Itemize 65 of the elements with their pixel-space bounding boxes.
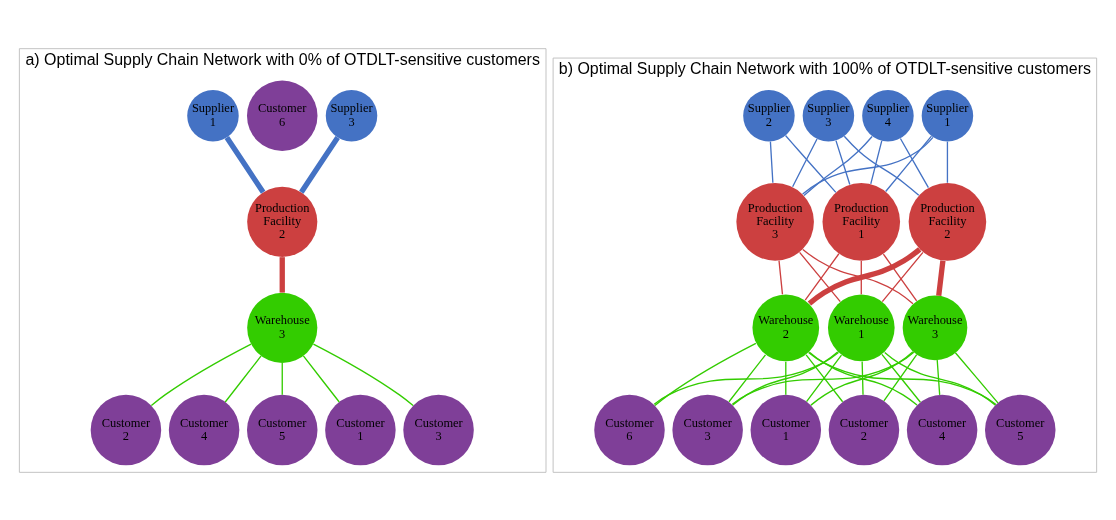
connector	[224, 135, 266, 194]
connector	[954, 351, 999, 403]
connector	[802, 136, 934, 195]
connector	[150, 342, 252, 406]
connector	[654, 342, 757, 406]
node-circle: Customer 4	[168, 394, 240, 465]
connector	[224, 354, 262, 403]
node-circle: Warehouse 2	[752, 294, 820, 361]
node-circle: Supplier 1	[187, 89, 239, 142]
node-circle: Customer 3	[403, 394, 474, 465]
connector	[803, 135, 873, 196]
node-circle: Supplier 1	[921, 89, 974, 142]
node-circle: Production Facility 2	[908, 182, 987, 261]
connector	[936, 259, 946, 296]
connector	[791, 137, 818, 187]
node-circle: Customer 1	[325, 394, 396, 465]
connector	[784, 134, 837, 193]
node-circle: Customer 5	[247, 394, 318, 465]
connector	[299, 135, 340, 194]
node-circle: Production Facility 3	[736, 182, 814, 261]
node-circle: Warehouse 1	[827, 294, 895, 361]
connector	[279, 256, 285, 293]
connector	[728, 353, 767, 402]
node-circle: Supplier 3	[325, 89, 378, 142]
connector	[884, 351, 996, 406]
node-circle: Customer 6	[247, 80, 318, 151]
node-circle: Supplier 2	[743, 89, 795, 142]
node-circle: Customer 6	[594, 394, 665, 465]
connector	[312, 342, 414, 406]
node-circle: Customer 2	[90, 394, 162, 465]
connector	[653, 351, 840, 405]
connector	[899, 137, 930, 188]
connector	[302, 354, 340, 403]
connector	[798, 251, 841, 302]
connector	[785, 360, 787, 395]
connector	[281, 361, 283, 395]
connector	[732, 350, 839, 406]
node-circle: Customer 2	[828, 394, 900, 465]
connector	[843, 135, 920, 196]
connector	[860, 259, 862, 295]
connector	[881, 251, 924, 302]
node-circle: Warehouse 3	[902, 295, 968, 360]
connector	[870, 139, 883, 184]
connector	[807, 351, 997, 405]
node-circle: Customer 5	[985, 394, 1056, 465]
node-circle: Warehouse 3	[247, 292, 318, 363]
node-circle: Customer 3	[672, 394, 743, 465]
connector	[804, 252, 840, 301]
connector	[835, 139, 851, 185]
connector	[946, 140, 949, 183]
node-circle: Production Facility 2	[247, 186, 318, 257]
connector	[807, 246, 922, 306]
node-circle: Customer 4	[906, 394, 978, 465]
connector	[861, 360, 864, 395]
node-circle: Production Facility 1	[822, 182, 901, 261]
connector	[882, 252, 918, 302]
connector	[936, 358, 941, 395]
node-circle: Customer 1	[750, 394, 822, 465]
connector	[885, 134, 933, 192]
connector	[769, 140, 774, 183]
node-circle: Supplier 3	[802, 89, 855, 142]
node-circle: Supplier 4	[862, 89, 914, 142]
connector	[802, 248, 914, 304]
connector	[731, 351, 915, 405]
connector	[778, 259, 784, 295]
